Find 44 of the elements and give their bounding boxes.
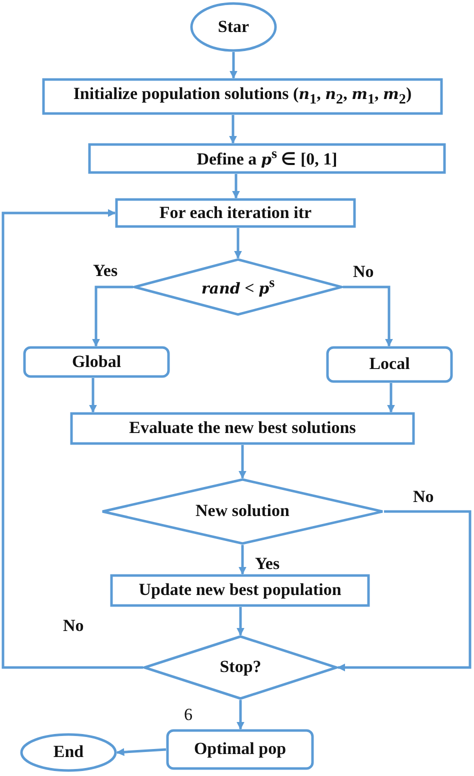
decision-diamond: [101, 478, 384, 545]
edge-label: No: [62, 617, 85, 634]
node-label: Optimal pop: [194, 740, 286, 759]
note-label: 6: [183, 706, 194, 723]
decision-diamond: [143, 635, 338, 700]
process-box: [23, 346, 170, 378]
node-label: For each iteration itr: [159, 204, 312, 222]
arrow: [234, 228, 242, 259]
process-box: [115, 198, 356, 228]
edge-label: Yes: [92, 262, 119, 279]
node-label: Evaluate the new best solutions: [129, 419, 356, 438]
process-box: [70, 412, 415, 445]
node-label: Local: [369, 355, 410, 374]
end-oval: [20, 733, 117, 772]
arrow: [116, 748, 166, 756]
node-label: Global: [72, 352, 122, 372]
node-label: New solution: [196, 502, 290, 521]
node-label: Star: [218, 18, 250, 36]
node-label: Update new best population: [138, 581, 342, 600]
edge-label: No: [352, 263, 375, 280]
node-label: End: [53, 743, 84, 762]
arrow: [236, 607, 244, 636]
arrow: [238, 545, 246, 575]
process-box: [326, 346, 453, 383]
arrow: [387, 383, 395, 413]
process-box: [110, 574, 370, 607]
edge-label: Yes: [254, 555, 281, 572]
process-box: [42, 78, 443, 115]
node-label: Stop?: [220, 658, 262, 677]
arrow: [236, 700, 244, 730]
process-box: [166, 729, 314, 770]
arrow: [343, 286, 393, 347]
arrow: [238, 445, 246, 479]
process-box: [88, 143, 446, 174]
arrow: [229, 115, 237, 144]
arrow: [230, 52, 238, 79]
arrow: [232, 174, 240, 199]
decision-diamond: [133, 258, 343, 316]
edge-label: No: [412, 488, 435, 505]
arrow: [337, 510, 472, 672]
arrow: [2, 209, 143, 669]
arrow: [92, 286, 133, 347]
arrow: [89, 378, 97, 413]
start-oval: [190, 2, 277, 52]
